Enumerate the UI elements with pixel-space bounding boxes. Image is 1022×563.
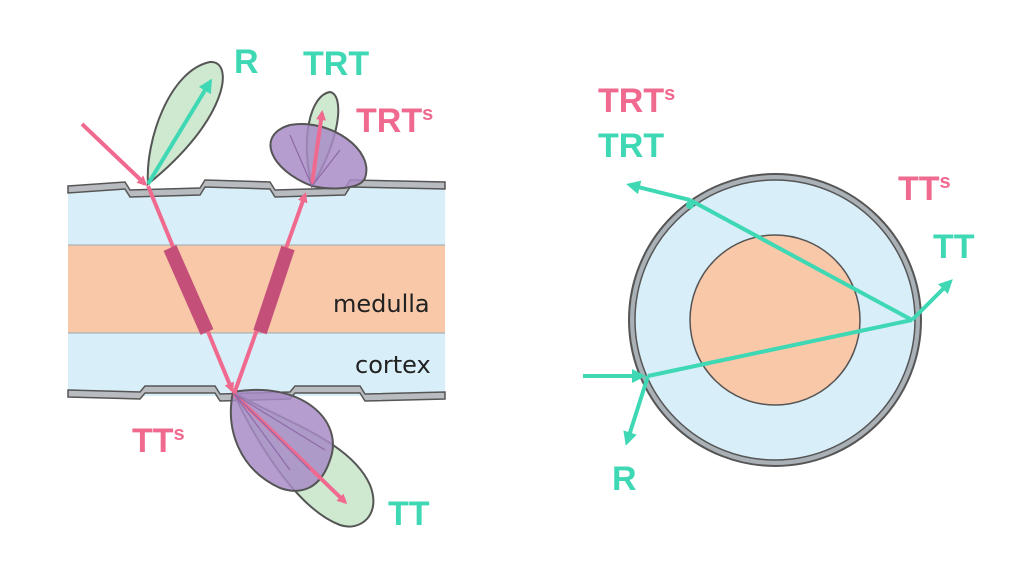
trts-lobe [269, 123, 368, 190]
right-label-tts: TTs [898, 170, 951, 208]
hair-cross-section [628, 173, 922, 467]
left-label-tt: TT [388, 495, 430, 533]
hair-fiber-section [67, 179, 446, 402]
right-label-r: R [612, 460, 637, 498]
left-label-r: R [234, 43, 259, 81]
cortex-label: cortex [355, 351, 431, 379]
medulla-label: medulla [333, 290, 430, 318]
left-label-trt: TRT [303, 45, 369, 83]
right-label-trt: TRT [598, 127, 664, 165]
medulla-layer [68, 245, 445, 333]
right-light-paths [583, 180, 953, 446]
cross-medulla [689, 234, 861, 406]
right-label-tt: TT [933, 228, 975, 266]
left-label-trts: TRTs [356, 102, 433, 140]
right-label-trts: TRTs [598, 82, 675, 120]
left-light-paths [80, 78, 348, 505]
left-label-tts: TTs [132, 422, 185, 460]
